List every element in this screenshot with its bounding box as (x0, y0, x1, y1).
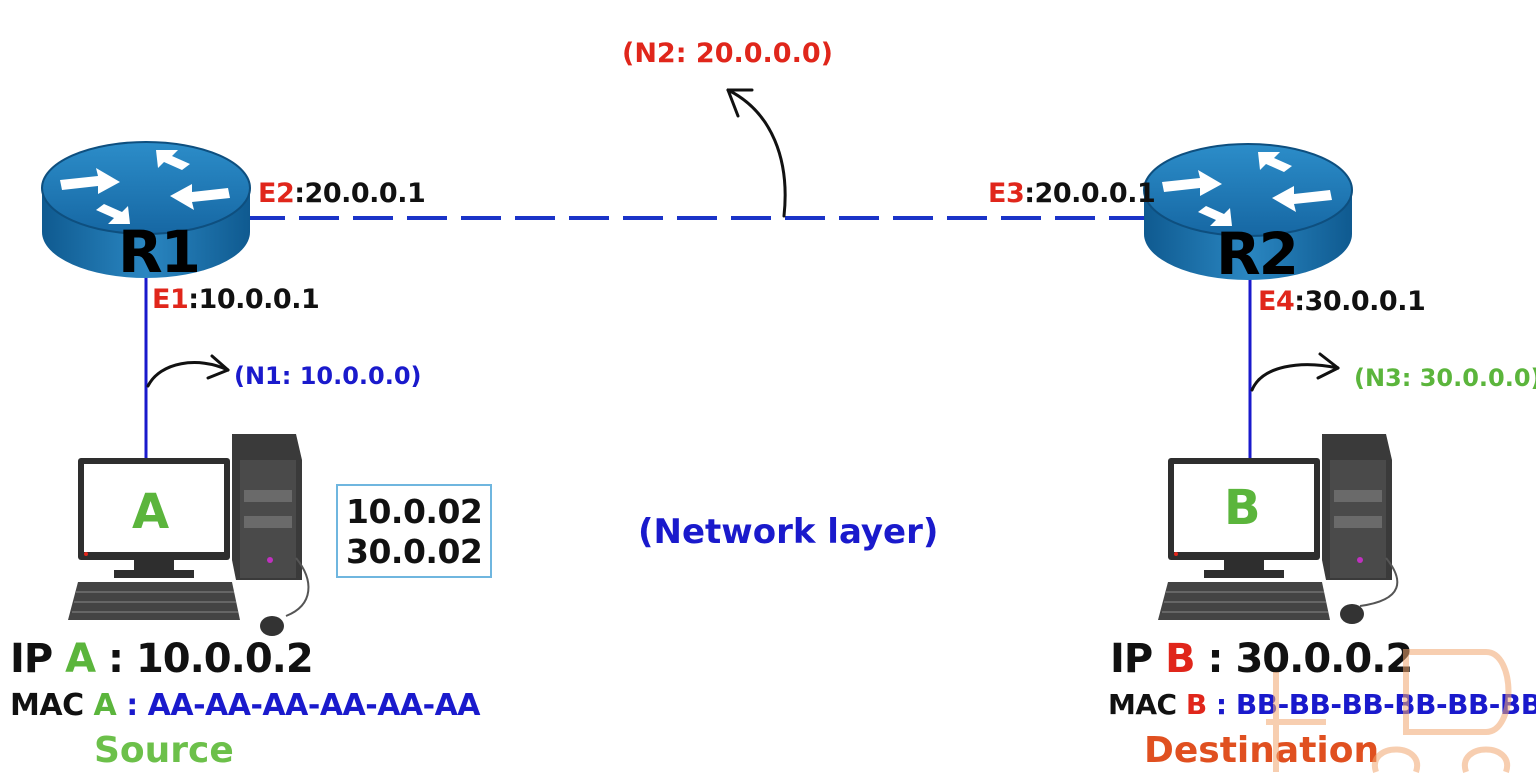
host-a-mac-value: AA-AA-AA-AA-AA-AA (147, 688, 481, 723)
host-b-ip-value: : 30.0.0.2 (1194, 636, 1414, 682)
interface-e1: E1:10.0.0.1 (152, 284, 320, 315)
host-b-ip-prefix: IP (1110, 636, 1166, 682)
host-a-mac-letter: A (93, 688, 117, 723)
host-b-ip: IP B : 30.0.0.2 (1110, 636, 1414, 682)
interface-e3-name: E3 (988, 178, 1025, 209)
router-r1-icon (41, 141, 251, 278)
host-a-ip-value: : 10.0.0.2 (95, 636, 314, 682)
network-n1-label: (N1: 10.0.0.0) (234, 362, 422, 390)
host-a-mac-prefix: MAC (10, 688, 94, 723)
interface-e2-name: E2 (258, 178, 295, 209)
host-b-role: Destination (1144, 730, 1380, 771)
host-b-ip-letter: B (1165, 636, 1195, 682)
interface-e3-ip: :20.0.0.1 (1024, 178, 1156, 209)
network-n2-label: (N2: 20.0.0.0) (622, 38, 833, 69)
router-r1-label: R1 (118, 218, 201, 286)
host-a-mac-sep: : (116, 688, 148, 723)
router-r2-icon (1143, 143, 1353, 280)
host-a-ip-letter: A (65, 636, 96, 682)
interface-e1-name: E1 (152, 284, 189, 315)
host-a-ip: IP A : 10.0.0.2 (10, 636, 314, 682)
watermark-logo (1266, 649, 1512, 773)
interface-e4: E4:30.0.0.1 (1258, 286, 1426, 317)
host-a-role: Source (94, 730, 234, 771)
network-layer-label: (Network layer) (638, 512, 939, 552)
interface-e4-ip: :30.0.0.1 (1294, 286, 1426, 317)
host-a-ip-prefix: IP (10, 636, 66, 682)
host-b-mac: MAC B : BB-BB-BB-BB-BB-BB (1108, 688, 1536, 721)
routing-table-row: 10.0.02 (346, 492, 483, 531)
computer-a-icon (68, 434, 310, 636)
computer-a-letter: A (132, 484, 170, 540)
interface-e2: E2:20.0.0.1 (258, 178, 426, 209)
routing-table-a: 10.0.02 30.0.02 (336, 484, 493, 578)
routing-table-row: 30.0.02 (346, 532, 483, 571)
network-n3-label: (N3: 30.0.0.0) (1354, 364, 1536, 392)
arrow-to-n2 (726, 88, 787, 218)
interface-e2-ip: :20.0.0.1 (294, 178, 426, 209)
host-a-mac: MAC A : AA-AA-AA-AA-AA-AA (10, 688, 481, 723)
interface-e3: E3:20.0.0.1 (988, 178, 1156, 209)
arrow-to-n1 (146, 354, 230, 388)
interface-e4-name: E4 (1258, 286, 1295, 317)
host-b-mac-prefix: MAC (1108, 688, 1186, 721)
host-b-mac-value: BB-BB-BB-BB-BB-BB (1235, 688, 1536, 721)
arrow-to-n3 (1250, 352, 1340, 392)
computer-b-letter: B (1224, 480, 1261, 536)
router-r2-label: R2 (1216, 220, 1299, 288)
host-b-mac-letter: B (1185, 688, 1207, 721)
host-b-mac-sep: : (1206, 688, 1236, 721)
interface-e1-ip: :10.0.0.1 (188, 284, 320, 315)
computer-b-icon (1158, 434, 1399, 624)
